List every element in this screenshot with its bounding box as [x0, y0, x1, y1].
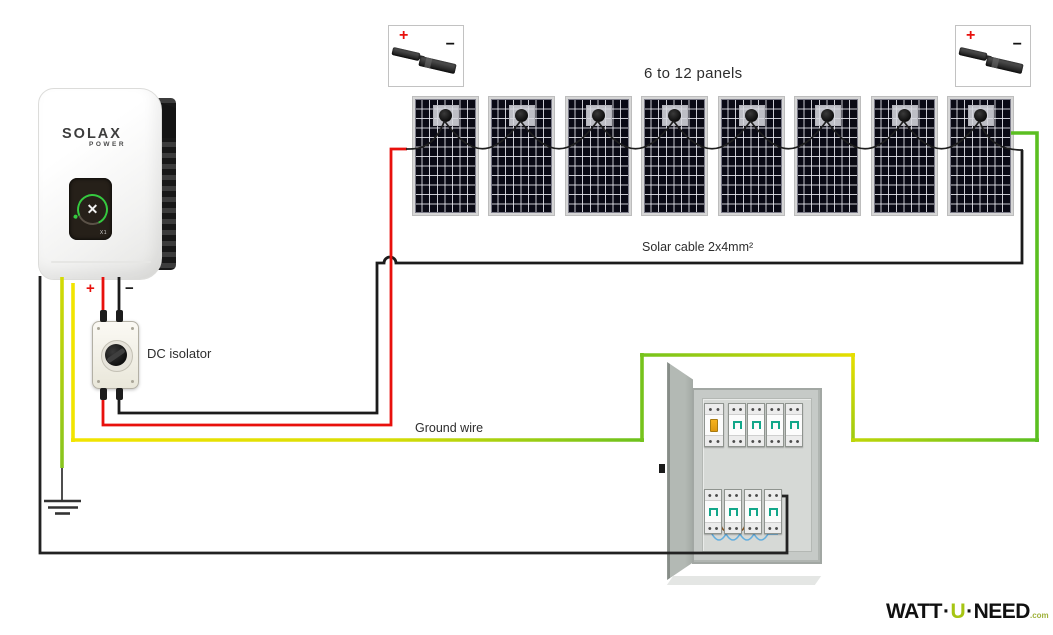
- isolator-terminal: [100, 310, 107, 322]
- junction-box: [508, 105, 535, 126]
- door-handle: [659, 464, 665, 473]
- rcd-breaker: [704, 403, 724, 447]
- rcd-toggle: [710, 418, 718, 432]
- junction-box: [814, 105, 841, 126]
- screw: [97, 327, 100, 330]
- inverter-seam: [51, 261, 151, 263]
- solax-brand-sub: POWER: [89, 141, 127, 148]
- inverter-body: SOLAX POWER ✕ X1: [38, 88, 162, 280]
- mc4-male-connector-icon: [391, 46, 421, 62]
- inverter-status-ring: ✕: [72, 189, 112, 230]
- breaker-toggle: [748, 507, 758, 516]
- solar-cable-label: Solar cable 2x4mm²: [642, 240, 754, 254]
- solar-panel: [718, 96, 785, 216]
- solar-panel: [794, 96, 861, 216]
- mc4-connector-box-right: + −: [955, 25, 1031, 87]
- breaker-toggle: [732, 421, 742, 429]
- circuit-breaker: [728, 403, 746, 447]
- mc4-connector-box-left: + −: [388, 25, 464, 87]
- screw: [97, 380, 100, 383]
- circuit-breaker: [704, 489, 722, 534]
- circuit-breaker: [744, 489, 762, 534]
- breaker-toggle: [728, 507, 738, 516]
- solax-brand: SOLAX: [62, 126, 122, 142]
- junction-box: [891, 105, 918, 126]
- logo-part2: U: [950, 600, 966, 623]
- solar-panel: [641, 96, 708, 216]
- circuit-breaker: [764, 489, 782, 534]
- circuit-breaker: [724, 489, 742, 534]
- wire-ground-panel-rise: [1011, 131, 1039, 442]
- inverter-display: ✕ X1: [69, 178, 112, 240]
- mc4-female-connector-icon: [985, 55, 1024, 75]
- circuit-breaker: [747, 403, 765, 447]
- junction-box: [432, 105, 459, 126]
- ring-dot: [72, 214, 78, 220]
- breaker-toggle: [751, 421, 761, 429]
- solar-panel: [871, 96, 938, 216]
- ground-symbol: [44, 499, 81, 515]
- isolator-terminal: [116, 310, 123, 322]
- solax-x-icon: ✕: [86, 201, 98, 217]
- junction-box: [585, 105, 612, 126]
- box-shadow: [666, 576, 822, 585]
- logo-part3: NEED: [973, 600, 1031, 623]
- logo-part1: WATT: [886, 600, 942, 623]
- inverter-minus-label: −: [125, 280, 134, 297]
- mc4-plus-label: +: [399, 27, 409, 44]
- logo-suffix: .com: [1029, 611, 1049, 620]
- screw: [131, 327, 134, 330]
- logo-separator: ·: [942, 600, 950, 623]
- watt-u-need-logo: WATT·U·NEED.com: [886, 600, 1049, 624]
- solar-panel: [488, 96, 555, 216]
- solar-panel: [412, 96, 479, 216]
- panels-range-label: 6 to 12 panels: [644, 65, 743, 82]
- isolator-terminal: [100, 388, 107, 400]
- dc-isolator: [92, 310, 139, 400]
- mc4-minus-label: −: [1012, 36, 1022, 53]
- isolator-terminal: [116, 388, 123, 400]
- inverter-plus-label: +: [86, 280, 95, 297]
- junction-box: [661, 105, 688, 126]
- breaker-toggle: [768, 507, 778, 516]
- mc4-minus-label: −: [445, 36, 455, 53]
- breaker-toggle: [789, 421, 799, 429]
- circuit-breaker: [766, 403, 784, 447]
- solar-panel: [565, 96, 632, 216]
- solar-panel: [947, 96, 1014, 216]
- distribution-box-door: [667, 362, 693, 580]
- junction-box: [738, 105, 765, 126]
- junction-box: [967, 105, 994, 126]
- mc4-male-connector-icon: [958, 46, 988, 62]
- breaker-toggle: [770, 421, 780, 429]
- circuit-breaker: [785, 403, 803, 447]
- logo-separator: ·: [966, 600, 973, 623]
- breaker-toggle: [708, 507, 718, 516]
- mc4-female-connector-icon: [418, 55, 457, 75]
- mc4-plus-label: +: [966, 27, 976, 44]
- screw: [131, 380, 134, 383]
- ground-wire-label: Ground wire: [415, 421, 484, 435]
- dc-isolator-label: DC isolator: [147, 346, 212, 361]
- inverter-model: X1: [99, 230, 107, 236]
